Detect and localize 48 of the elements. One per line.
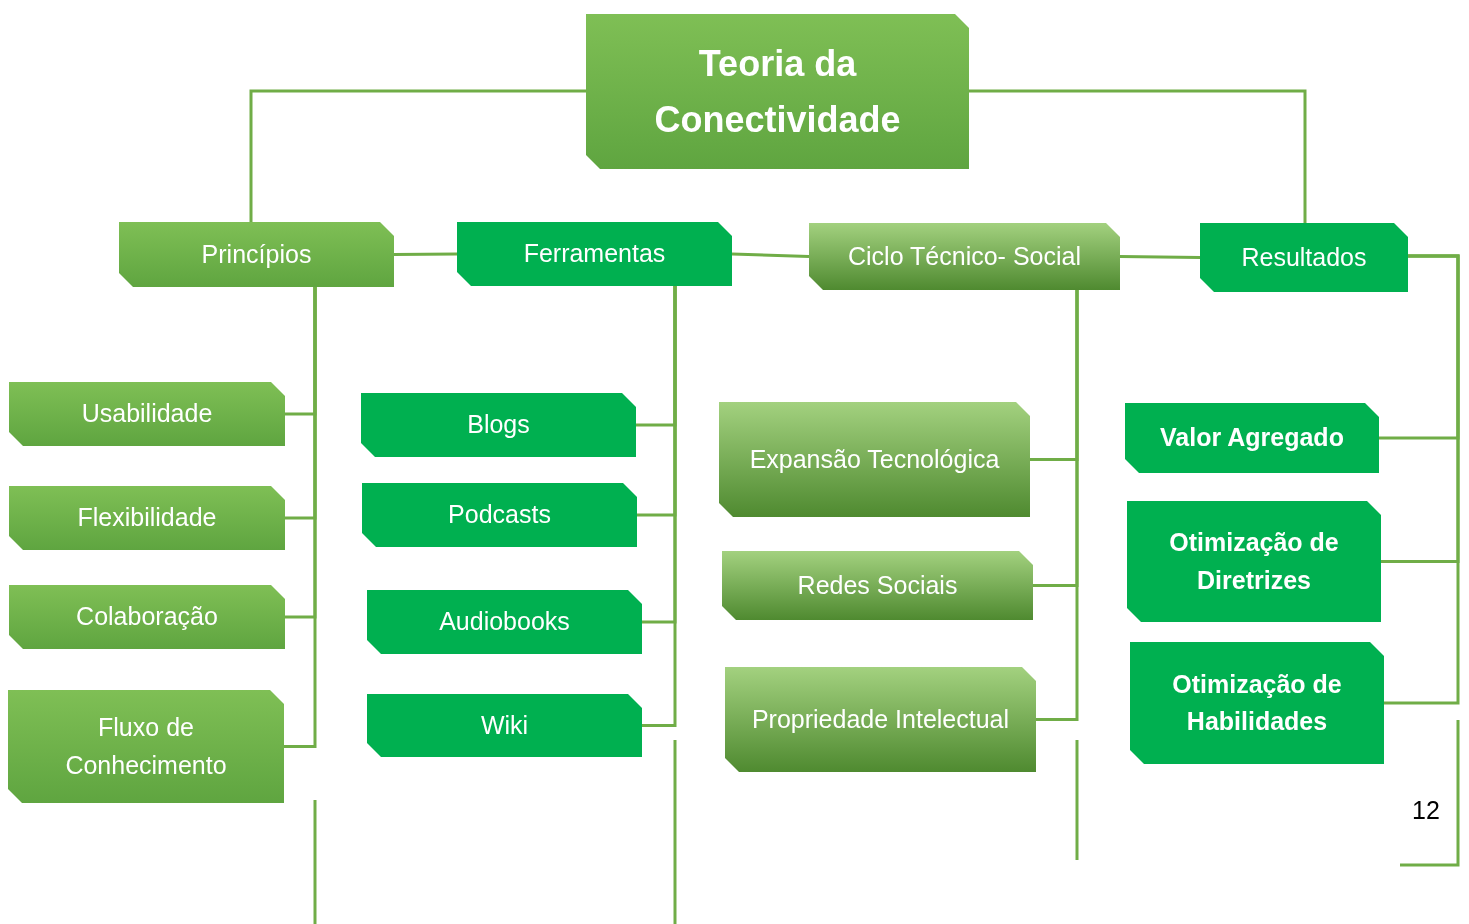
- box-text: Podcasts: [447, 499, 552, 531]
- topic-box: [725, 667, 1036, 772]
- page-number: 12: [1412, 796, 1440, 825]
- box-text: Valor Agregado: [1159, 422, 1345, 454]
- topic-box: [722, 551, 1033, 620]
- topic-box: [361, 393, 636, 457]
- topic-box: [9, 486, 285, 550]
- box-text: Fluxo de Conhecimento: [64, 712, 228, 781]
- topic-box: [719, 402, 1030, 517]
- box-text: Blogs: [466, 409, 531, 441]
- connector-line: [1384, 254, 1460, 705]
- box-text: Resultados: [1240, 241, 1368, 273]
- connector-line: [731, 252, 810, 258]
- box-text: Wiki: [479, 709, 530, 741]
- topic-box: [1130, 642, 1384, 764]
- connector-line: [642, 286, 677, 727]
- box-text: Ferramentas: [522, 238, 667, 270]
- topic-box: [367, 694, 642, 757]
- connector-line: [969, 89, 1307, 223]
- connector-line: [249, 89, 586, 222]
- topic-box: [457, 222, 732, 286]
- box-text: Princípios: [200, 238, 313, 270]
- connector-line: [394, 252, 457, 256]
- box-text: Propriedade Intelectual: [750, 703, 1011, 735]
- topic-box: [1127, 501, 1381, 622]
- topic-box: [8, 690, 284, 803]
- box-text: Flexibilidade: [76, 502, 218, 534]
- topic-box: [362, 483, 637, 547]
- title-box: [586, 14, 969, 169]
- box-text: Audiobooks: [438, 606, 571, 638]
- topic-box: [367, 590, 642, 654]
- box-text: Otimização de Habilidades: [1171, 668, 1343, 737]
- box-text: Ciclo Técnico- Social: [847, 240, 1082, 272]
- topic-box: [1125, 403, 1379, 473]
- topic-box: [9, 382, 285, 446]
- connector-line: [1119, 255, 1201, 259]
- topic-box: [1200, 223, 1408, 292]
- connector-line: [284, 287, 317, 748]
- box-text: Otimização de Diretrizes: [1168, 527, 1340, 596]
- connector-line: [1036, 290, 1079, 721]
- box-text: Redes Sociais: [796, 569, 959, 601]
- box-text: Colaboração: [75, 601, 219, 633]
- topic-box: [809, 223, 1120, 290]
- box-text: Teoria da Conectividade: [653, 41, 902, 142]
- box-text: Expansão Tecnológica: [748, 443, 1001, 475]
- topic-box: [119, 222, 394, 287]
- topic-box: [9, 585, 285, 649]
- box-text: Usabilidade: [80, 398, 214, 430]
